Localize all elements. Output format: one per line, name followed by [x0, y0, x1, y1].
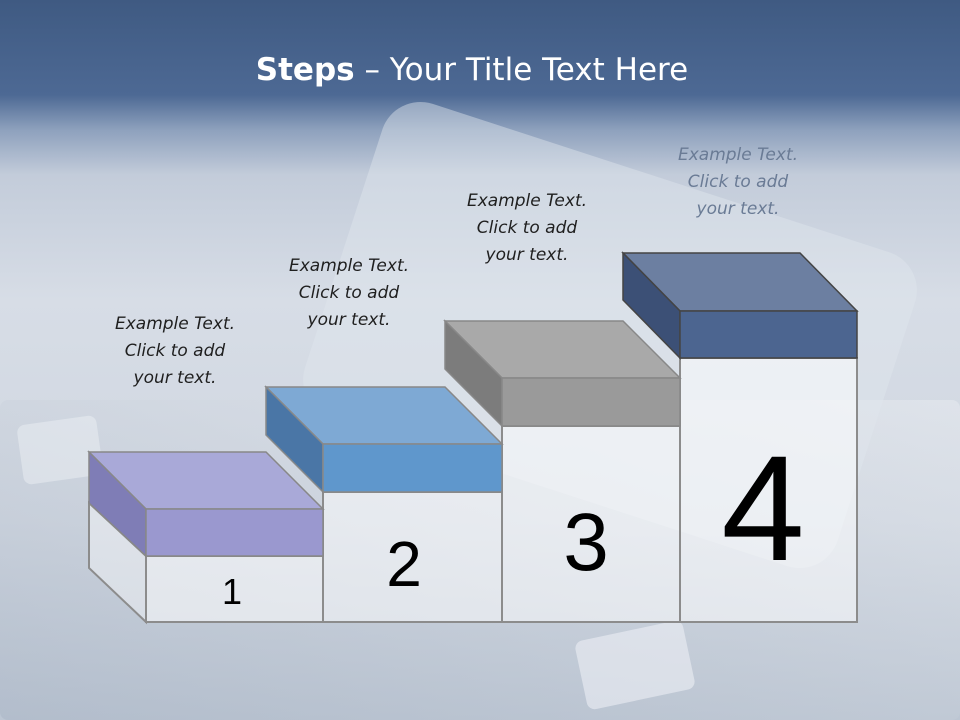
step-2-caption-line2: Click to add — [298, 283, 400, 303]
step-4-block[interactable] — [621, 251, 859, 360]
step-3-number: 3 — [563, 497, 609, 588]
step-4-caption-line3: your text. — [696, 199, 780, 219]
slide-title[interactable]: Steps – Your Title Text Here — [0, 52, 944, 88]
step-3-caption-line1: Example Text. — [466, 191, 588, 211]
step-3-caption-line3: your text. — [485, 245, 569, 265]
step-1-caption[interactable]: Example Text. Click to add your text. — [90, 311, 260, 392]
step-2-block[interactable] — [264, 385, 504, 494]
step-2-caption[interactable]: Example Text. Click to add your text. — [264, 253, 434, 334]
step-4-caption-line1: Example Text. — [677, 145, 799, 165]
step-2-caption-line1: Example Text. — [288, 256, 410, 276]
step-4-number: 4 — [721, 424, 804, 592]
step-2-number: 2 — [386, 528, 422, 600]
step-1-caption-line2: Click to add — [124, 341, 226, 361]
step-3-block[interactable] — [443, 319, 682, 428]
slide-title-bold: Steps — [255, 52, 355, 88]
step-4-caption-line2: Click to add — [687, 172, 789, 192]
step-4-front — [679, 310, 858, 359]
step-3-front — [501, 377, 681, 427]
step-4-caption[interactable]: Example Text. Click to add your text. — [653, 142, 823, 223]
step-1-number: 1 — [222, 571, 242, 612]
step-2-front — [322, 443, 503, 493]
step-1-caption-line1: Example Text. — [114, 314, 236, 334]
step-1-front — [145, 508, 324, 557]
step-2-caption-line3: your text. — [307, 310, 391, 330]
staircase-outline — [88, 357, 858, 625]
step-3-caption[interactable]: Example Text. Click to add your text. — [442, 188, 612, 269]
step-3-caption-line2: Click to add — [476, 218, 578, 238]
slide-title-text: – Your Title Text Here — [354, 52, 689, 88]
step-1-caption-line3: your text. — [133, 368, 217, 388]
step-1-block[interactable] — [87, 450, 325, 558]
